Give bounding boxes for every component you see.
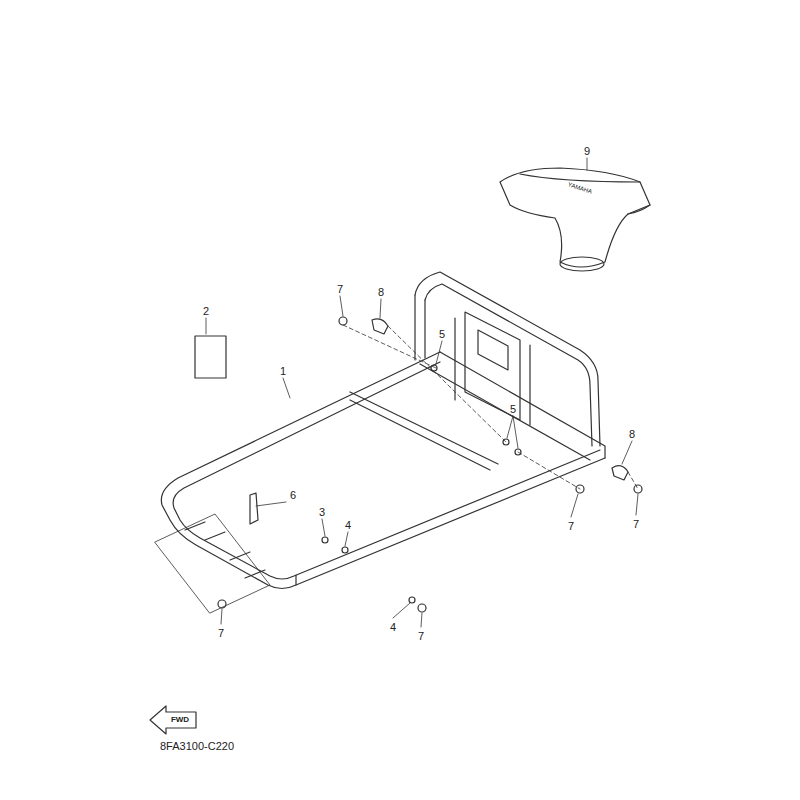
callout-number: 4: [390, 622, 396, 633]
callout-number: 7: [218, 628, 224, 639]
callout-number: 4: [345, 520, 351, 531]
callout-number: 6: [290, 490, 296, 501]
drawing-code: 8FA3100-C220: [160, 741, 234, 752]
callout-number: 3: [319, 507, 325, 518]
callout-number: 7: [337, 284, 343, 295]
callout-number: 8: [378, 287, 384, 298]
callout-number: 1: [280, 366, 286, 377]
callout-number: 8: [629, 429, 635, 440]
callout-number: 7: [418, 631, 424, 642]
callout-number: 7: [568, 521, 574, 532]
callout-number: 5: [510, 404, 516, 415]
callout-number: 5: [439, 329, 445, 340]
callout-number: 9: [584, 146, 590, 157]
callout-number: 7: [633, 519, 639, 530]
direction-mark: FWD: [171, 716, 189, 724]
callout-number: 2: [203, 306, 209, 317]
